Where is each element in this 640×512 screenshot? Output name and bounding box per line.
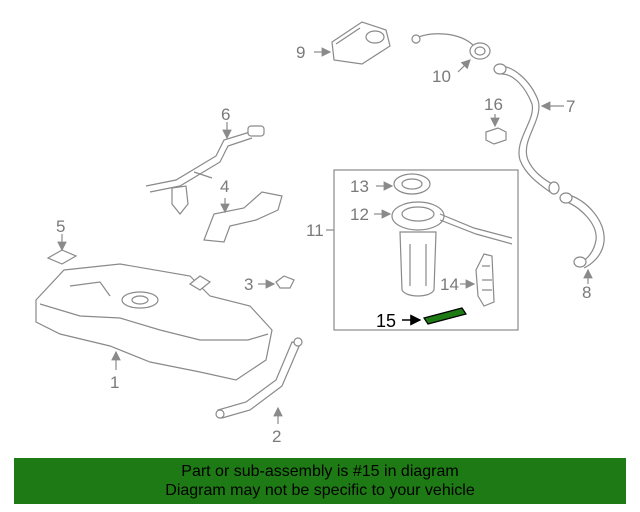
part-16-fitting: [485, 127, 507, 145]
part-9-bracket: [331, 21, 391, 65]
part-2-strap: [215, 337, 303, 419]
label-2: 2: [272, 427, 281, 446]
label-11: 11: [306, 221, 324, 240]
label-10: 10: [432, 67, 451, 86]
label-16: 16: [484, 95, 503, 114]
part-3-clip: [275, 275, 295, 289]
label-6: 6: [221, 105, 230, 124]
label-5: 5: [56, 217, 65, 236]
banner-line-1: Part or sub-assembly is #15 in diagram: [181, 463, 459, 480]
label-9: 9: [296, 43, 305, 62]
part-8-hose: [559, 192, 605, 269]
part-12-pump-module: [391, 201, 513, 297]
part-1-fuel-tank: [35, 263, 273, 381]
part-11-module-box: [333, 169, 519, 331]
label-1: 1: [110, 373, 119, 392]
part-10-fuel-cap: [411, 33, 491, 60]
label-8: 8: [582, 283, 591, 302]
label-15: 15: [376, 311, 396, 331]
label-13: 13: [350, 177, 369, 196]
parts-diagram: 9 10 7 16 8 6 4: [35, 21, 605, 446]
banner-line-2: Diagram may not be specific to your vehi…: [165, 482, 475, 499]
label-3: 3: [244, 275, 253, 294]
part-5-pad: [46, 249, 78, 265]
label-12: 12: [350, 205, 369, 224]
part-7-filler-pipe: [493, 63, 560, 195]
part-6-vent-pipe: [145, 125, 265, 215]
label-14: 14: [440, 275, 459, 294]
label-4: 4: [220, 177, 229, 196]
info-banner: Part or sub-assembly is #15 in diagram D…: [14, 458, 626, 504]
part-13-lock-ring: [393, 173, 431, 195]
label-7: 7: [566, 97, 575, 116]
part-14-sensor: [475, 253, 495, 307]
part-4-shield: [203, 191, 283, 243]
part-15-highlighted: [423, 307, 467, 325]
